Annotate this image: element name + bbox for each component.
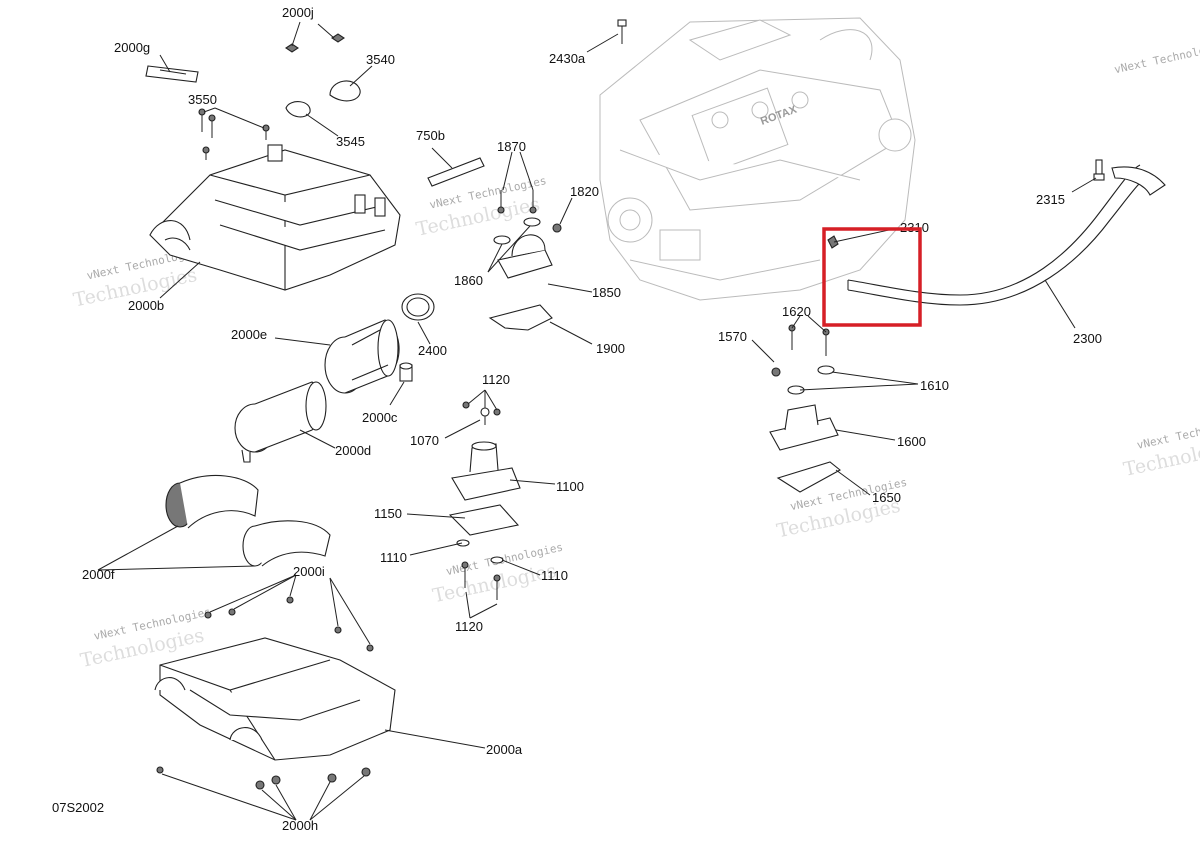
tube-part: [399, 362, 413, 382]
mount-group-center: [448, 401, 521, 600]
part-label: 1110: [380, 550, 407, 565]
part-label: 1850: [592, 285, 621, 300]
leader-lines: [97, 21, 1097, 821]
part-label: 3540: [366, 52, 395, 67]
screw-part: [204, 596, 374, 652]
watermark-text: vNext Technologies: [1113, 39, 1200, 77]
duct-part: [234, 381, 327, 463]
part-label: 1820: [570, 184, 599, 199]
clip-part: [285, 33, 345, 53]
lower-airbox-part: [154, 637, 396, 761]
highlight-box: [822, 227, 922, 327]
intake-boot-part: [324, 319, 400, 394]
part-label: 1860: [454, 273, 483, 288]
part-label: 1610: [920, 378, 949, 393]
part-label: 2400: [418, 343, 447, 358]
part-labels: 2000j 2000g 3540 3550 3545 2430a 750b 18…: [52, 5, 1102, 833]
part-label: 2000f: [82, 567, 115, 582]
elbow-part: [165, 474, 331, 567]
part-label: 2000h: [282, 818, 318, 833]
bar-part: [427, 157, 485, 187]
part-label: 2000g: [114, 40, 150, 55]
part-label: 2000d: [335, 443, 371, 458]
seal-part: [285, 101, 311, 118]
part-label: 1620: [782, 304, 811, 319]
part-label: 1110: [541, 568, 568, 583]
part-label: 1570: [718, 329, 747, 344]
part-label: 750b: [416, 128, 445, 143]
gasket-part: [145, 65, 199, 83]
part-label: 1070: [410, 433, 439, 448]
part-label: 3545: [336, 134, 365, 149]
part-label: 3550: [188, 92, 217, 107]
part-label: 2430a: [549, 51, 586, 66]
part-label: 2000a: [486, 742, 523, 757]
part-label: 2000b: [128, 298, 164, 313]
part-label: 1120: [455, 619, 483, 634]
part-label: 1600: [897, 434, 926, 449]
clamp-part: [406, 297, 430, 317]
fastener-part: [156, 766, 371, 790]
bolt-part: [617, 19, 627, 44]
part-label: 2000i: [293, 564, 325, 579]
part-label: 2000c: [362, 410, 398, 425]
part-label: 2315: [1036, 192, 1065, 207]
part-label: 2000e: [231, 327, 267, 342]
part-label: 1900: [596, 341, 625, 356]
part-label: 1120: [482, 372, 510, 387]
upper-airbox-part: [149, 144, 401, 291]
part-label: 2000j: [282, 5, 314, 20]
screw-part: [198, 108, 270, 160]
mount-group-right: [769, 324, 841, 493]
part-label: 1100: [556, 479, 584, 494]
engine-illustration: ROTAX: [599, 17, 916, 301]
part-label: 1650: [872, 490, 901, 505]
mount-group-left: [488, 190, 562, 331]
fitting-part: [1093, 159, 1105, 181]
part-label: 1150: [374, 506, 402, 521]
part-label: 1870: [497, 139, 526, 154]
part-label: 2300: [1073, 331, 1102, 346]
diagram-code: 07S2002: [52, 800, 104, 815]
clip-part: [827, 235, 839, 249]
seal-part: [329, 80, 361, 102]
